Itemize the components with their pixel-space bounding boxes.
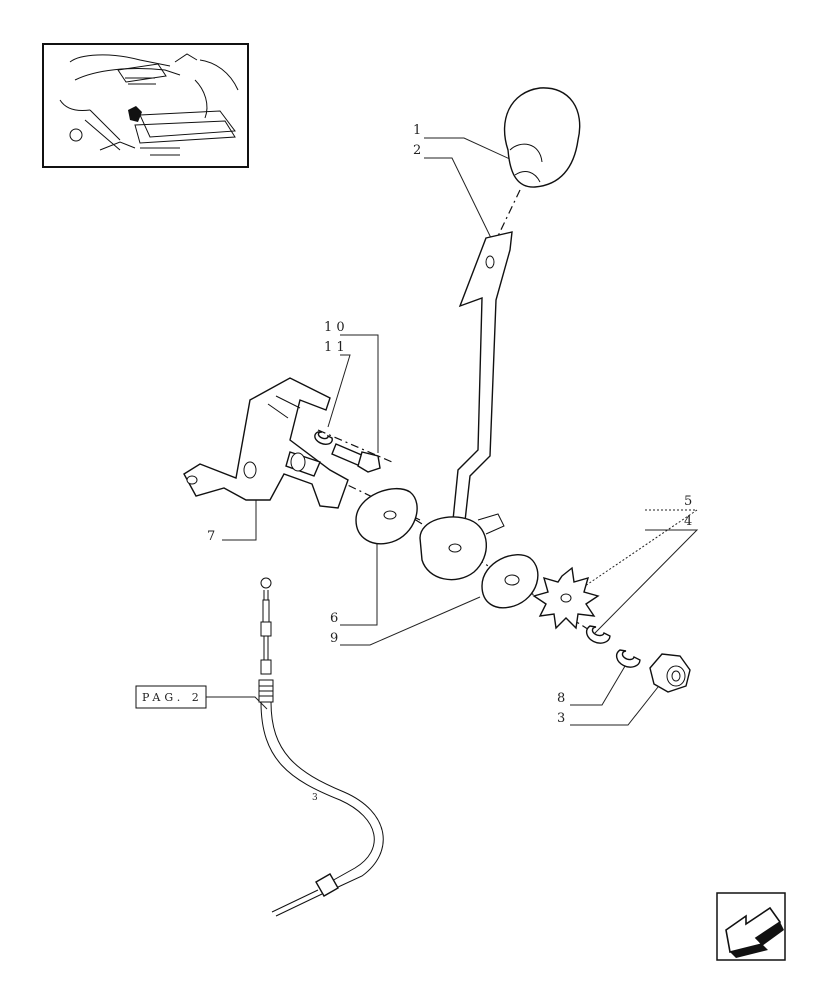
callout-11: 1 1 — [324, 340, 345, 355]
callout-2: 2 — [413, 143, 421, 158]
leader-lines — [205, 137, 699, 726]
page-reference-box[interactable]: PAG. 2 — [135, 685, 207, 709]
callout-1: 1 — [413, 123, 421, 138]
spring-clip-10[interactable] — [314, 431, 333, 445]
shift-cable[interactable]: 3 — [258, 577, 384, 917]
callout-4: 4 — [684, 514, 692, 529]
bolt-11[interactable] — [331, 443, 381, 473]
page-reference-label: PAG. 2 — [142, 691, 203, 704]
locator-thumbnail[interactable] — [42, 43, 249, 168]
c-clip-4[interactable] — [585, 625, 611, 644]
callout-3: 3 — [557, 711, 565, 726]
callout-7: 7 — [207, 529, 215, 544]
star-washer-5[interactable] — [532, 566, 600, 630]
washer-6[interactable] — [355, 487, 418, 545]
callout-6: 6 — [330, 611, 338, 626]
svg-text:3: 3 — [312, 793, 318, 803]
callout-8: 8 — [557, 691, 565, 706]
callout-10: 1 0 — [324, 320, 345, 335]
arrow-back-icon[interactable] — [716, 892, 786, 961]
cap-nut-3[interactable] — [649, 653, 691, 693]
lever-bracket[interactable] — [183, 377, 349, 509]
c-clip-8[interactable] — [615, 649, 641, 668]
callout-9: 9 — [330, 631, 338, 646]
washer-9[interactable] — [481, 554, 539, 609]
callout-5: 5 — [684, 494, 692, 509]
gear-lever-arm[interactable] — [419, 231, 513, 581]
gear-lever-knob[interactable] — [503, 87, 581, 188]
